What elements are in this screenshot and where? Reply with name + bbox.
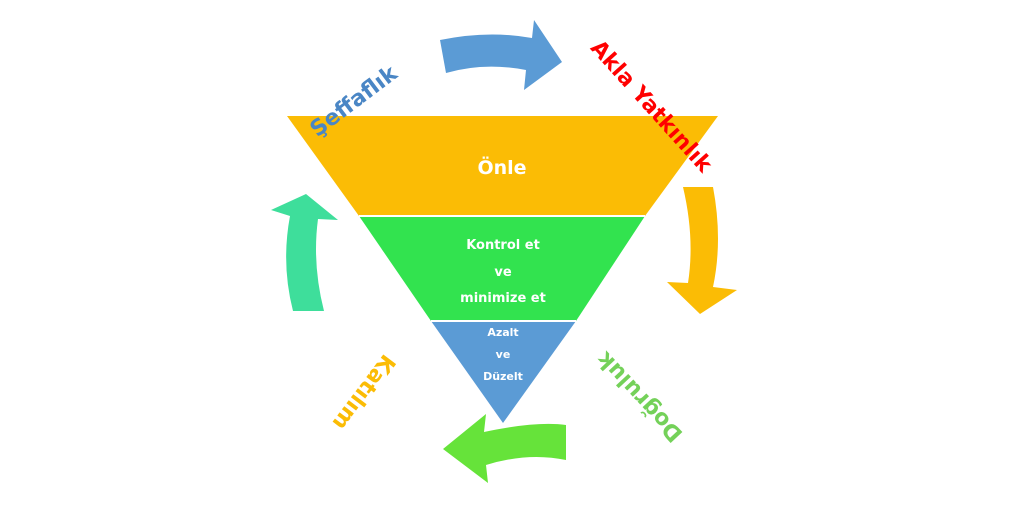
cycle-arrow-top: [440, 20, 562, 90]
tier-middle-line-3: minimize et: [460, 291, 546, 306]
cycle-label-participation: Katılım: [327, 349, 400, 434]
tier-top-prevent: [287, 116, 718, 216]
tier-bottom-line-3: Düzelt: [483, 370, 523, 383]
tier-bottom-reduce: [431, 321, 576, 423]
cycle-arrow-left: [271, 194, 338, 311]
cycle-label-accuracy: Doğruluk: [591, 345, 688, 446]
cycle-arrow-right: [667, 187, 737, 314]
tier-bottom-line-2: ve: [496, 348, 511, 361]
tier-middle-control: [359, 216, 645, 321]
tier-top-label: Önle: [477, 155, 526, 179]
tier-middle-line-2: ve: [494, 265, 511, 280]
tier-middle-line-1: Kontrol et: [466, 238, 540, 253]
cycle-arrow-bottom: [443, 414, 566, 483]
tier-bottom-line-1: Azalt: [487, 326, 518, 339]
